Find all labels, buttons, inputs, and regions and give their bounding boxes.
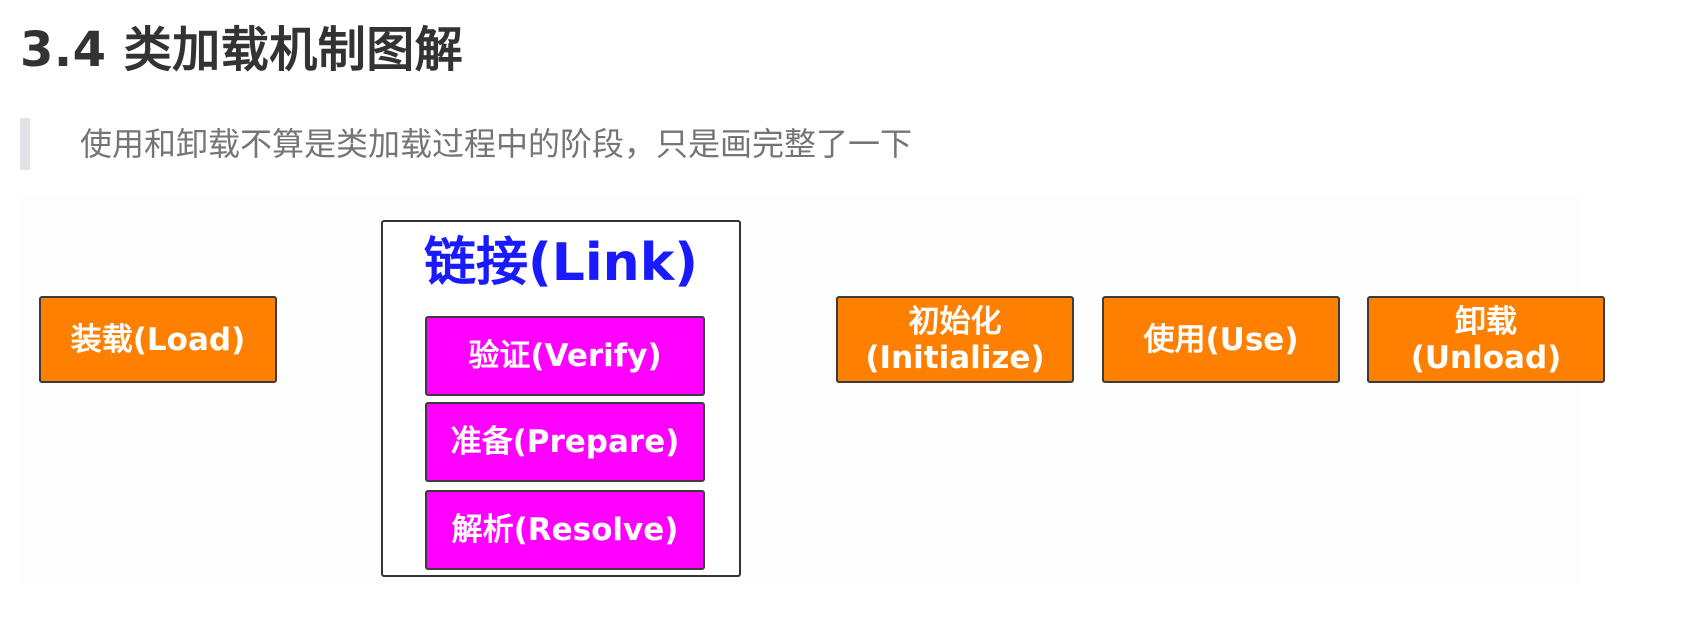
substage-resolve: 解析(Resolve): [425, 490, 705, 570]
note-text: 使用和卸载不算是类加载过程中的阶段，只是画完整了一下: [80, 125, 913, 163]
stage-load: 装载(Load): [39, 296, 277, 383]
note-blockquote: 使用和卸载不算是类加载过程中的阶段，只是画完整了一下: [20, 118, 1520, 170]
substage-prepare: 准备(Prepare): [425, 402, 705, 482]
stage-initialize: 初始化 (Initialize): [836, 296, 1074, 383]
stage-use: 使用(Use): [1102, 296, 1340, 383]
stage-unload: 卸载 (Unload): [1367, 296, 1605, 383]
substage-verify: 验证(Verify): [425, 316, 705, 396]
page-title: 3.4 类加载机制图解: [20, 22, 464, 78]
class-loading-diagram: 装载(Load) 链接(Link) 验证(Verify) 准备(Prepare)…: [20, 196, 1605, 586]
link-title: 链接(Link): [423, 233, 699, 293]
stage-link-group: 链接(Link) 验证(Verify) 准备(Prepare) 解析(Resol…: [381, 220, 741, 577]
